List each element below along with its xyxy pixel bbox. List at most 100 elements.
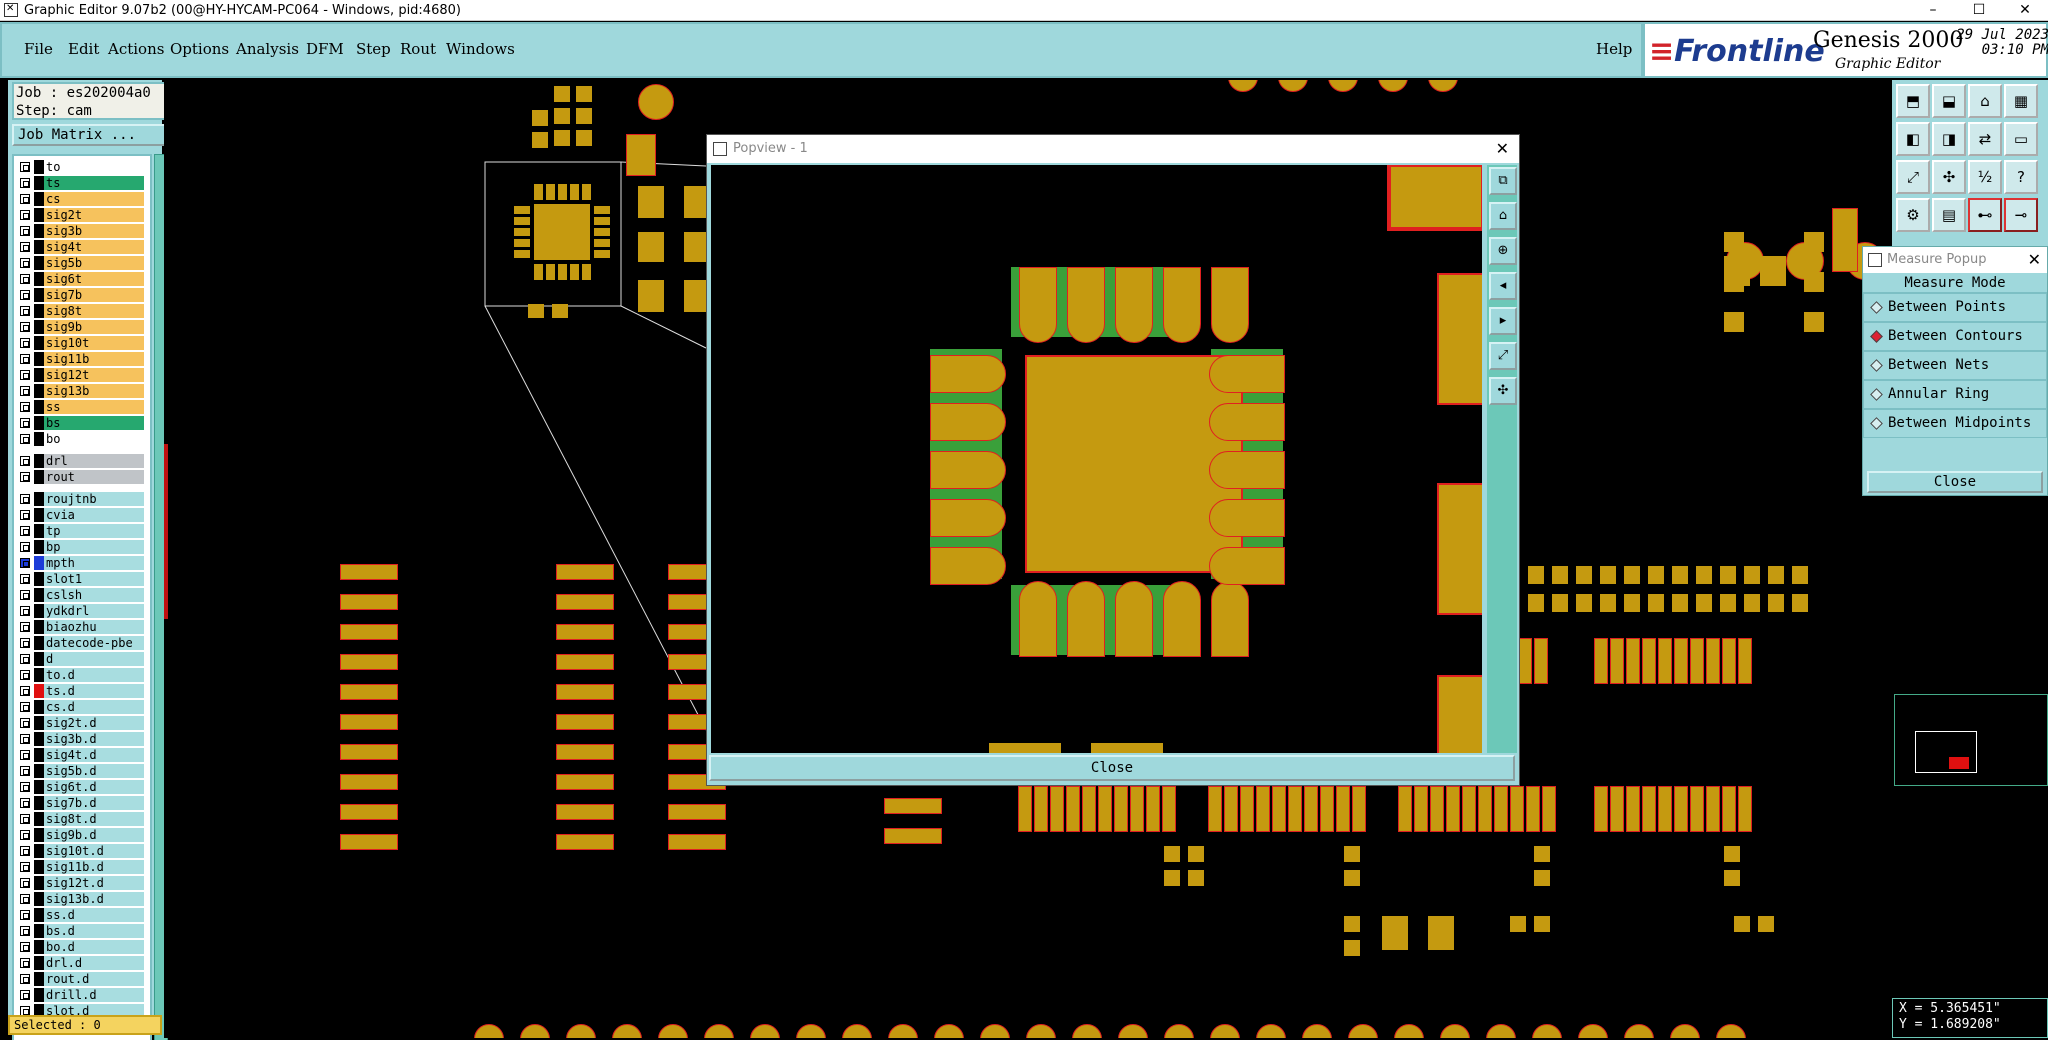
layer-row[interactable]: bp [14,540,150,554]
menu-actions[interactable]: Actions [108,40,165,58]
layer-name[interactable]: drill.d [44,988,144,1002]
layer-checkbox[interactable] [20,766,30,776]
layer-checkbox[interactable] [20,590,30,600]
layer-checkbox[interactable] [20,910,30,920]
layer-checkbox[interactable] [20,734,30,744]
layer-checkbox[interactable] [20,654,30,664]
layer-checkbox[interactable] [20,990,30,1000]
layer-row[interactable]: sig10t [14,336,150,350]
layer-row[interactable]: sig8t.d [14,812,150,826]
layer-name[interactable]: d [44,652,144,666]
layer-checkbox[interactable] [20,510,30,520]
layer-row[interactable]: sig9b [14,320,150,334]
layer-checkbox[interactable] [20,290,30,300]
tool-left-icon[interactable]: ◧ [1896,122,1930,156]
layer-row[interactable]: cvia [14,508,150,522]
layer-checkbox[interactable] [20,670,30,680]
tool-swap-icon[interactable]: ⇄ [1968,122,2002,156]
layer-name[interactable]: mpth [44,556,144,570]
layer-row[interactable]: ss.d [14,908,150,922]
close-icon[interactable]: ✕ [1495,139,1509,158]
layer-row[interactable]: cs.d [14,700,150,714]
layer-row[interactable]: sig11b [14,352,150,366]
layer-name[interactable]: slot.d [44,1004,144,1018]
menu-step[interactable]: Step [356,40,391,58]
layer-name[interactable]: bp [44,540,144,554]
zoom-in-icon[interactable]: ⊕ [1489,237,1517,265]
layer-checkbox[interactable] [20,370,30,380]
layer-row[interactable]: ss [14,400,150,414]
layer-name[interactable]: drl [44,454,144,468]
menu-options[interactable]: Options [170,40,230,58]
layer-row[interactable]: bs.d [14,924,150,938]
tool-frame-icon[interactable]: ▭ [2004,122,2038,156]
layer-checkbox[interactable] [20,210,30,220]
layer-name[interactable]: sig7b.d [44,796,144,810]
measure-close-button[interactable]: Close [1867,471,2043,493]
layer-name[interactable]: sig4t [44,240,144,254]
menu-edit[interactable]: Edit [68,40,100,58]
layer-checkbox[interactable] [20,354,30,364]
help-icon[interactable]: ? [2004,160,2038,194]
tool-measure-icon[interactable]: ⊷ [1968,198,2002,232]
measure-option-between-midpoints[interactable]: Between Midpoints [1863,409,2047,438]
layer-row[interactable]: sig8t [14,304,150,318]
layer-name[interactable]: sig2t.d [44,716,144,730]
layer-row[interactable]: sig7b.d [14,796,150,810]
layer-checkbox[interactable] [20,846,30,856]
menu-file[interactable]: File [24,40,53,58]
tool-home-icon[interactable]: ⌂ [1968,84,2002,118]
zoom-window-icon[interactable]: ⧉ [1489,167,1517,195]
zoom-home-icon[interactable]: ⌂ [1489,202,1517,230]
layer-name[interactable]: to.d [44,668,144,682]
layer-name[interactable]: bs [44,416,144,430]
layer-row[interactable]: rout [14,470,150,484]
layer-row[interactable]: biaozhu [14,620,150,634]
layer-row[interactable]: sig12t.d [14,876,150,890]
layer-row[interactable]: mpth [14,556,150,570]
layer-checkbox[interactable] [20,526,30,536]
measure-option-between-points[interactable]: Between Points [1863,293,2047,322]
layer-checkbox[interactable] [20,622,30,632]
layer-row[interactable]: sig4t [14,240,150,254]
layer-checkbox[interactable] [20,942,30,952]
layer-name[interactable]: drl.d [44,956,144,970]
layer-row[interactable]: sig3b.d [14,732,150,746]
close-icon[interactable]: ✕ [2027,250,2041,269]
layer-checkbox[interactable] [20,702,30,712]
layer-row[interactable]: tp [14,524,150,538]
layer-name[interactable]: sig2t [44,208,144,222]
menu-dfm[interactable]: DFM [306,40,344,58]
layer-row[interactable]: rout.d [14,972,150,986]
layer-checkbox[interactable] [20,862,30,872]
layer-name[interactable]: bs.d [44,924,144,938]
measure-option-between-nets[interactable]: Between Nets [1863,351,2047,380]
layer-checkbox[interactable] [20,542,30,552]
layer-name[interactable]: sig10t [44,336,144,350]
menu-analysis[interactable]: Analysis [236,40,299,58]
layer-row[interactable]: bo.d [14,940,150,954]
layer-name[interactable]: sig13b [44,384,144,398]
layer-name[interactable]: cslsh [44,588,144,602]
layer-checkbox[interactable] [20,782,30,792]
menu-rout[interactable]: Rout [400,40,437,58]
menu-help[interactable]: Help [1596,40,1633,58]
layer-checkbox[interactable] [20,386,30,396]
layer-name[interactable]: cs [44,192,144,206]
layer-checkbox[interactable] [20,456,30,466]
layer-name[interactable]: biaozhu [44,620,144,634]
layer-checkbox[interactable] [20,402,30,412]
layer-checkbox[interactable] [20,434,30,444]
layer-checkbox[interactable] [20,194,30,204]
layer-checkbox[interactable] [20,162,30,172]
layer-row[interactable]: roujtnb [14,492,150,506]
menu-windows[interactable]: Windows [446,40,515,58]
tool-ratio-icon[interactable]: ½ [1968,160,2002,194]
pan-right-icon[interactable]: ▸ [1489,307,1517,335]
layer-name[interactable]: sig12t [44,368,144,382]
layer-row[interactable]: d [14,652,150,666]
layer-name[interactable]: rout.d [44,972,144,986]
layer-name[interactable]: sig9b.d [44,828,144,842]
layer-row[interactable]: sig2t.d [14,716,150,730]
measure-option-between-contours[interactable]: Between Contours [1863,322,2047,351]
